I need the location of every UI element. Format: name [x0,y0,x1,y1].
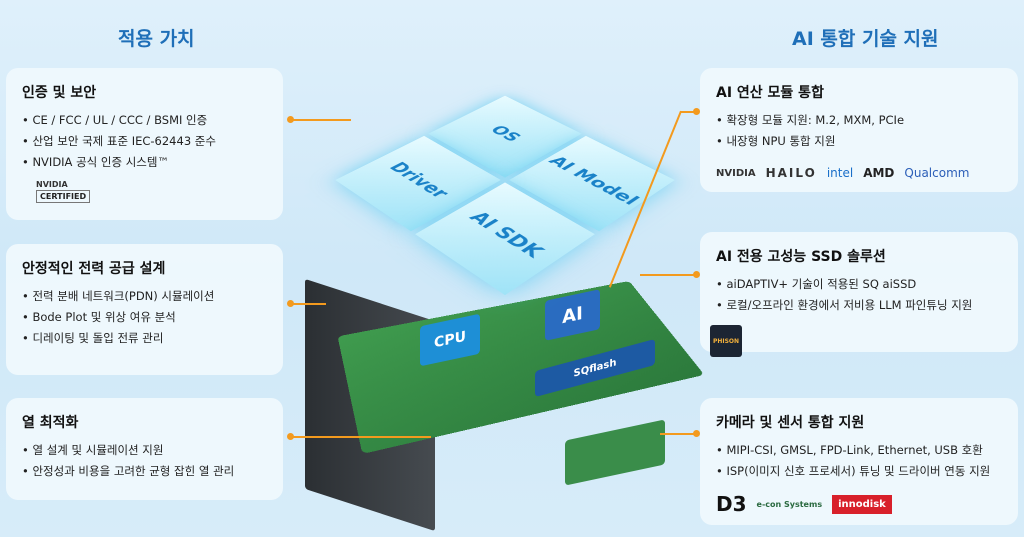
amd-logo: AMD [863,166,894,180]
software-stack: OS AI Model Driver AI SDK [335,96,674,295]
panel-camera: 카메라 및 센서 통합 지원 MIPI-CSI, GMSL, FPD-Link,… [700,398,1018,525]
connector-line [291,119,351,121]
panel-title: 인증 및 보안 [22,82,267,102]
list-item: CE / FCC / UL / CCC / BSMI 인증 [22,110,267,131]
d3-logo: D3 [716,492,747,516]
connector-line [291,303,326,305]
panel-title: AI 연산 모듈 통합 [716,82,1002,102]
list-item: 산업 보안 국제 표준 IEC-62443 준수 [22,131,267,152]
badge-bottom: CERTIFIED [36,190,90,203]
intel-logo: intel [827,166,853,180]
list-item: aiDAPTIV+ 기술이 적용된 SQ aiSSD [716,274,1002,295]
nvidia-logo: NVIDIA [716,168,756,179]
left-heading: 적용 가치 [118,24,195,51]
system-illustration: CPU AI SQflash OS AI Model Driver AI SDK [290,40,730,530]
list-item: ISP(이미지 신호 프로세서) 튜닝 및 드라이버 연동 지원 [716,461,1002,482]
panel-power: 안정적인 전력 공급 설계 전력 분배 네트워크(PDN) 시뮬레이션Bode … [6,244,283,375]
badge-top: NVIDIA [36,179,267,190]
list-item: 안정성과 비용을 고려한 균형 잡힌 열 관리 [22,461,267,482]
hailo-logo: HAILO [766,166,817,180]
list-item: 로컬/오프라인 환경에서 저비용 LLM 파인튜닝 지원 [716,295,1002,316]
list-item: MIPI-CSI, GMSL, FPD-Link, Ethernet, USB … [716,440,1002,461]
right-heading: AI 통합 기술 지원 [792,24,939,51]
panel-ai-module: AI 연산 모듈 통합 확장형 모듈 지원: M.2, MXM, PCIe내장형… [700,68,1018,192]
phison-logo: PHISON [710,325,742,357]
panel-title: 열 최적화 [22,412,267,432]
connector-line [660,433,695,435]
list-item: NVIDIA 공식 인증 시스템™ [22,152,267,173]
panel-title: 카메라 및 센서 통합 지원 [716,412,1002,432]
panel-title: 안정적인 전력 공급 설계 [22,258,267,278]
panel-ssd: AI 전용 고성능 SSD 솔루션 aiDAPTIV+ 기술이 적용된 SQ a… [700,232,1018,352]
camera-module [565,419,665,485]
panel-thermal: 열 최적화 열 설계 및 시뮬레이션 지원안정성과 비용을 고려한 균형 잡힌 … [6,398,283,500]
list-item: 열 설계 및 시뮬레이션 지원 [22,440,267,461]
list-item: 디레이팅 및 돌입 전류 관리 [22,328,267,349]
list-item: 전력 분배 네트워크(PDN) 시뮬레이션 [22,286,267,307]
econ-logo: e-con Systems [757,500,823,509]
qualcomm-logo: Qualcomm [904,166,969,180]
list-item: Bode Plot 및 위상 여유 분석 [22,307,267,328]
connector-line [291,436,431,438]
connector-line [680,111,696,113]
innodisk-logo: innodisk [832,495,892,514]
list-item: 확장형 모듈 지원: M.2, MXM, PCIe [716,110,1002,131]
panel-title: AI 전용 고성능 SSD 솔루션 [716,246,1002,266]
list-item: 내장형 NPU 통합 지원 [716,131,1002,152]
connector-line [640,274,695,276]
nvidia-certified-badge: NVIDIA CERTIFIED [36,179,267,203]
panel-certification: 인증 및 보안 CE / FCC / UL / CCC / BSMI 인증산업 … [6,68,283,220]
